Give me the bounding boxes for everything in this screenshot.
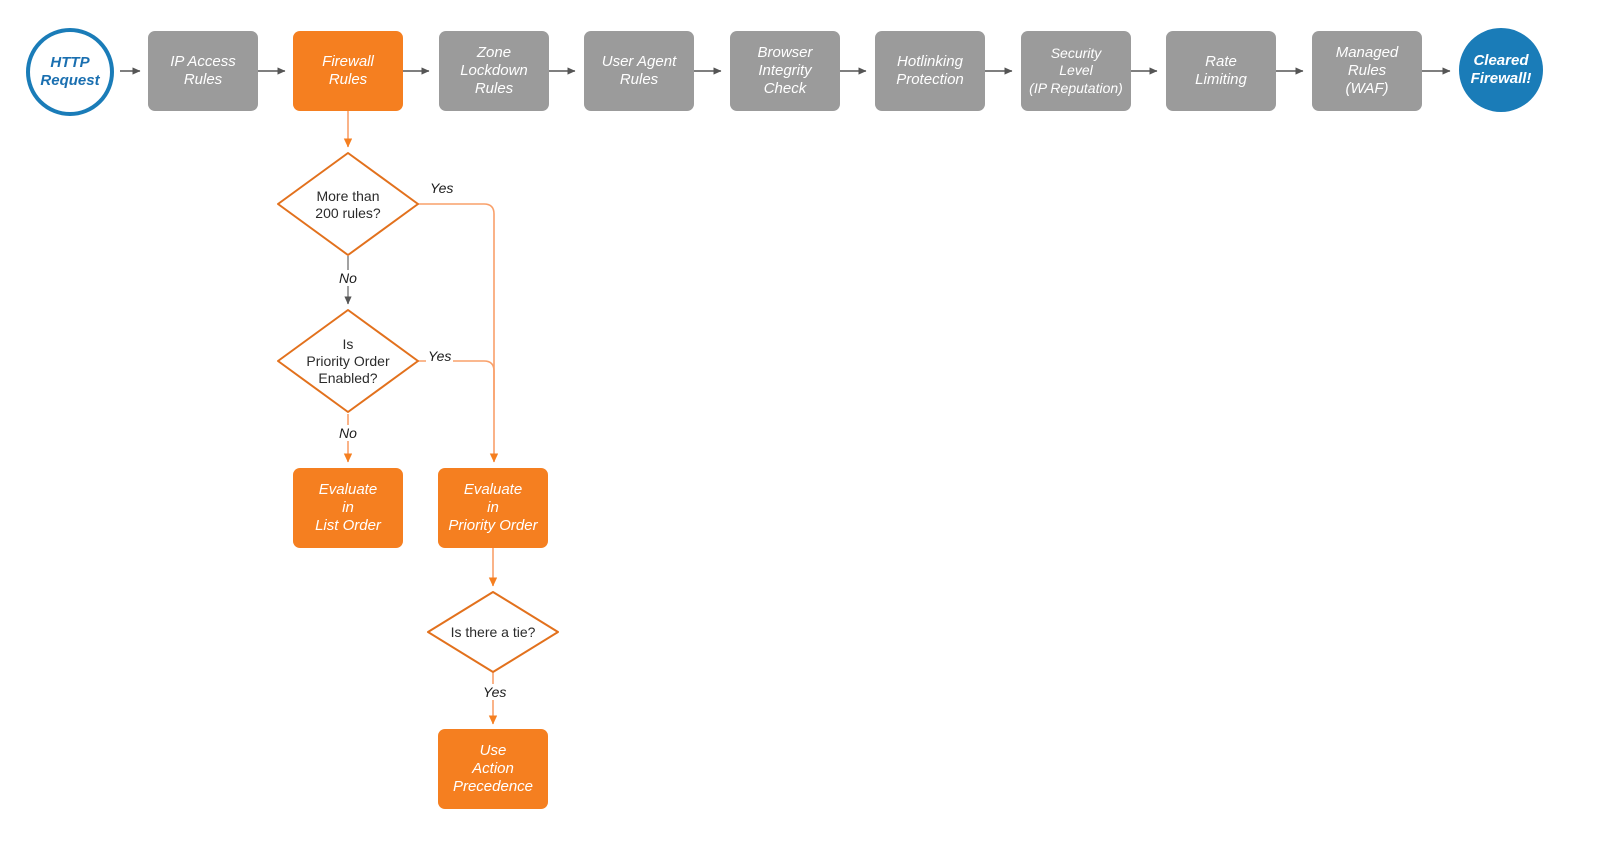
decision-label: Is Priority Order Enabled? <box>306 336 390 386</box>
decision-label: More than 200 rules? <box>315 187 381 221</box>
node-label: Firewall Rules <box>322 52 374 88</box>
node-rate-limiting[interactable]: Rate Limiting <box>1166 31 1276 111</box>
edge-label-more-than-200-yes: Yes <box>428 180 456 196</box>
node-label: HTTP Request <box>40 53 100 89</box>
node-http-request[interactable]: HTTP Request <box>26 28 114 116</box>
node-evaluate-in-list-order[interactable]: Evaluate in List Order <box>293 468 403 548</box>
node-label: Hotlinking Protection <box>896 52 964 88</box>
edge-label-priority-order-yes: Yes <box>426 348 454 364</box>
node-browser-integrity-check[interactable]: Browser Integrity Check <box>730 31 840 111</box>
node-label: Use Action Precedence <box>452 741 534 796</box>
node-hotlinking-protection[interactable]: Hotlinking Protection <box>875 31 985 111</box>
decision-is-priority-order-enabled[interactable]: Is Priority Order Enabled? <box>278 310 418 413</box>
node-label: Zone Lockdown Rules <box>460 43 528 98</box>
node-security-level[interactable]: Security Level (IP Reputation) <box>1021 31 1131 111</box>
node-label: Rate Limiting <box>1195 52 1247 88</box>
decision-more-than-200-rules[interactable]: More than 200 rules? <box>278 153 418 256</box>
node-label: Browser Integrity Check <box>757 43 813 98</box>
node-zone-lockdown-rules[interactable]: Zone Lockdown Rules <box>439 31 549 111</box>
node-managed-rules-waf[interactable]: Managed Rules (WAF) <box>1312 31 1422 111</box>
node-user-agent-rules[interactable]: User Agent Rules <box>584 31 694 111</box>
node-label: IP Access Rules <box>170 52 236 88</box>
edge-label-priority-order-no: No <box>337 425 359 441</box>
node-label: User Agent Rules <box>601 52 677 88</box>
node-label: Evaluate in List Order <box>315 480 381 535</box>
node-label: Security Level (IP Reputation) <box>1029 45 1123 96</box>
node-evaluate-in-priority-order[interactable]: Evaluate in Priority Order <box>438 468 548 548</box>
node-label: Managed Rules (WAF) <box>1335 43 1399 98</box>
edge-priority-order-yes <box>418 360 495 400</box>
node-firewall-rules[interactable]: Firewall Rules <box>293 31 403 111</box>
edge-more-than-200-yes <box>418 203 499 463</box>
edge-label-more-than-200-no: No <box>337 270 359 286</box>
node-cleared-firewall[interactable]: Cleared Firewall! <box>1459 28 1543 112</box>
decision-is-there-a-tie[interactable]: Is there a tie? <box>428 592 558 673</box>
node-use-action-precedence[interactable]: Use Action Precedence <box>438 729 548 809</box>
edge-label-tie-yes: Yes <box>481 684 509 700</box>
node-label: Evaluate in Priority Order <box>448 480 538 535</box>
node-ip-access-rules[interactable]: IP Access Rules <box>148 31 258 111</box>
node-label: Cleared Firewall! <box>1470 51 1532 87</box>
decision-label: Is there a tie? <box>450 624 536 641</box>
